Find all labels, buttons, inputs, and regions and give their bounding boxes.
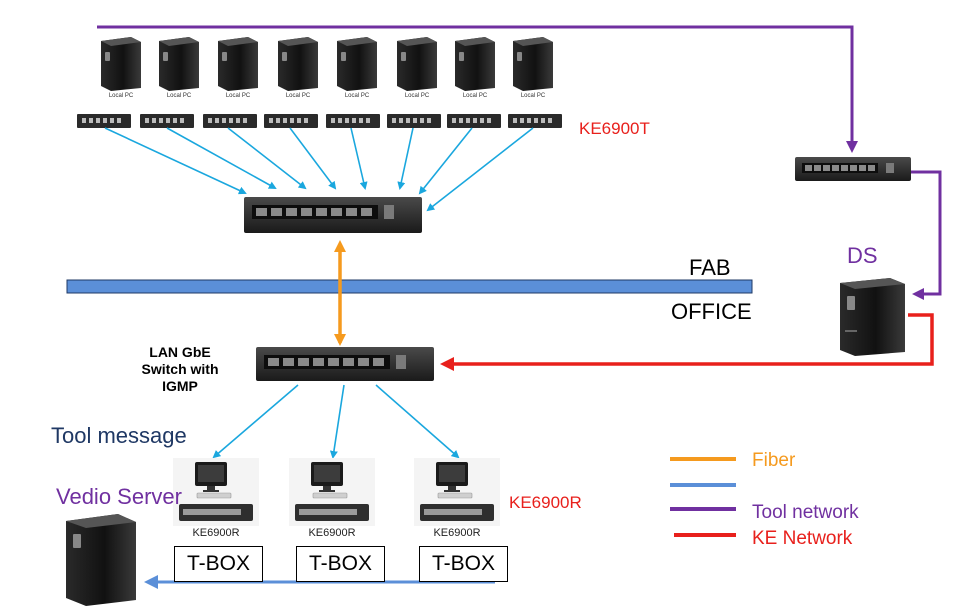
local-pc-2: Local PC	[159, 37, 199, 99]
ke6900t-row	[77, 114, 562, 128]
fab-label: FAB	[689, 255, 731, 280]
ke6900t-unit-1	[77, 114, 131, 128]
ke6900r-row: KE6900R KE6900R KE6900R	[173, 458, 500, 539]
lan-switch-label-line1: LAN GbE	[149, 344, 211, 360]
ke6900t-unit-7	[447, 114, 501, 128]
legend-label-tool-network: Tool network	[752, 502, 859, 523]
legend-label-fiber: Fiber	[752, 450, 796, 471]
local-pc-1: Local PC	[101, 37, 141, 99]
tool-message-label: Tool message	[51, 423, 187, 448]
local-pc-label: Local PC	[521, 93, 546, 99]
vedio-server-label: Vedio Server	[56, 484, 182, 509]
receiver-caption: KE6900R	[433, 527, 480, 539]
local-pc-row: Local PC Local PC Local PC Local PC Local PC…	[101, 37, 553, 99]
tx-arrows	[104, 127, 534, 212]
rx-arrows	[212, 384, 460, 459]
ke6900r-unit-3: KE6900R	[414, 458, 500, 539]
local-pc-label: Local PC	[405, 93, 430, 99]
local-pc-8: Local PC	[513, 37, 553, 99]
local-pc-label: Local PC	[463, 93, 488, 99]
legend-label-ke-network: KE Network	[752, 528, 853, 549]
ke6900r-label: KE6900R	[509, 493, 582, 512]
ds-label: DS	[847, 243, 878, 268]
tbox-2: T-BOX	[296, 546, 385, 582]
local-pc-label: Local PC	[226, 93, 251, 99]
ke6900t-unit-4	[264, 114, 318, 128]
video-server-tower	[66, 514, 136, 606]
ke6900t-unit-8	[508, 114, 562, 128]
tool-network-line-top	[97, 25, 858, 153]
lan-switch-label: LAN GbE Switch with IGMP	[120, 344, 240, 395]
lan-gbe-switch	[256, 347, 434, 381]
local-pc-label: Local PC	[286, 93, 311, 99]
ke6900r-unit-2: KE6900R	[289, 458, 375, 539]
local-pc-5: Local PC	[337, 37, 377, 99]
receiver-caption: KE6900R	[192, 527, 239, 539]
lan-switch-label-line2: Switch with	[141, 361, 219, 377]
ds-server-tower	[832, 273, 908, 356]
tbox-1: T-BOX	[174, 546, 263, 582]
lan-switch-label-line3: IGMP	[162, 378, 198, 394]
office-label: OFFICE	[671, 299, 752, 324]
ke6900t-label: KE6900T	[579, 119, 650, 138]
local-pc-4: Local PC	[278, 37, 318, 99]
tool-network-line-ds	[910, 170, 942, 300]
top-network-switch	[244, 197, 422, 233]
receiver-caption: KE6900R	[308, 527, 355, 539]
fab-office-boundary-bar	[66, 279, 753, 294]
ke6900t-unit-3	[203, 114, 257, 128]
ke6900t-unit-5	[326, 114, 380, 128]
tbox-3: T-BOX	[419, 546, 508, 582]
local-pc-label: Local PC	[109, 93, 134, 99]
ke6900t-unit-6	[387, 114, 441, 128]
local-pc-label: Local PC	[345, 93, 370, 99]
local-pc-label: Local PC	[167, 93, 192, 99]
ke6900r-unit-1: KE6900R	[173, 458, 259, 539]
ke6900t-unit-2	[140, 114, 194, 128]
local-pc-6: Local PC	[397, 37, 437, 99]
local-pc-3: Local PC	[218, 37, 258, 99]
tool-network-switch	[795, 157, 911, 181]
local-pc-7: Local PC	[455, 37, 495, 99]
ke-network-line	[440, 313, 934, 371]
